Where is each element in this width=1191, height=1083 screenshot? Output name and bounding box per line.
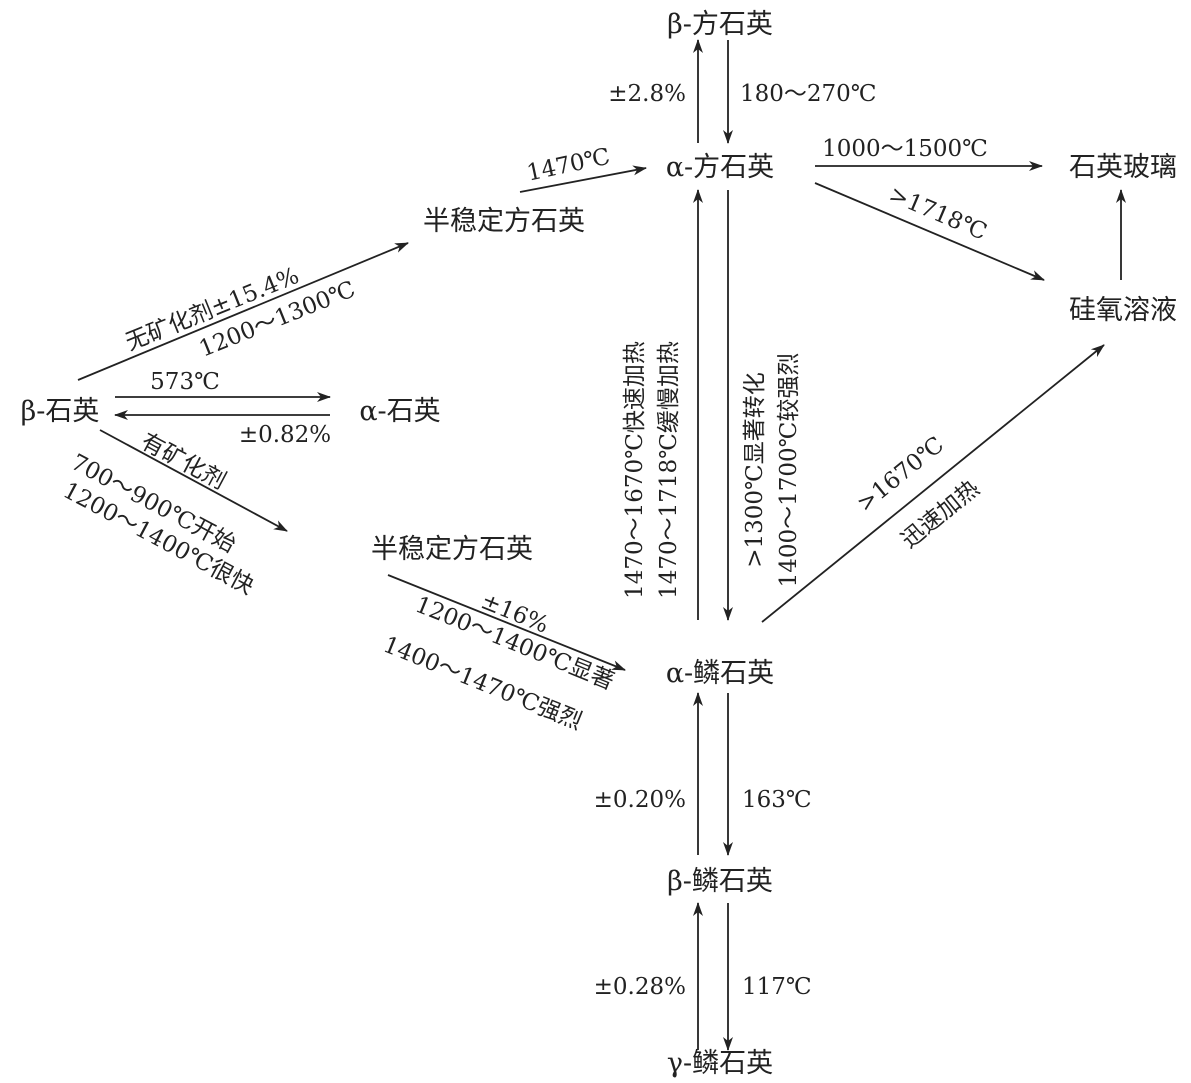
node-silica-melt: 硅氧溶液 [1069,295,1177,326]
label-bt-gt-volume: ±0.28% [594,974,686,1000]
label-ac-to-glass: 1000～1500℃ [822,136,988,162]
label-at-to-melt-rate: 迅速加热 [897,476,985,554]
label-bc-ac-volume: ±2.8% [608,81,686,107]
node-alpha-tridymite: α-鳞石英 [666,658,774,689]
arrow-mc-to-ac [519,165,647,193]
arrow-bq-to-at-mineralizer [99,429,288,532]
label-at-bt-temp: 163℃ [742,787,812,813]
node-quartz-glass: 石英玻璃 [1069,152,1177,183]
label-aq-to-bq: ±0.82% [239,422,331,448]
arrow-mc-to-at [387,574,626,671]
label-at-to-ac-line1: 1470～1670℃快速加热 [622,341,648,599]
label-at-bt-volume: ±0.20% [594,787,686,813]
node-alpha-cristobalite: α-方石英 [666,152,774,183]
arrow-at-to-melt [761,344,1105,623]
arrow-ac-to-melt [814,182,1045,281]
node-gamma-tridymite: γ-鳞石英 [667,1048,773,1079]
arrow-bq-to-mc [77,242,409,381]
node-metastable-cristobalite-upper: 半稳定方石英 [423,206,585,237]
label-ac-to-melt: >1718℃ [885,181,990,245]
node-beta-cristobalite: β-方石英 [667,9,773,40]
node-alpha-quartz: α-石英 [359,396,440,427]
label-ac-to-at-line2: 1400～1700℃较强烈 [776,353,802,588]
label-at-to-ac-line2: 1470～1718℃缓慢加热 [656,341,682,599]
label-bq-to-aq: 573℃ [150,369,220,395]
node-metastable-cristobalite-lower: 半稳定方石英 [371,534,533,565]
label-bc-ac-temp: 180～270℃ [740,81,877,107]
node-beta-quartz: β-石英 [21,396,100,427]
label-ac-to-at-line1: >1300℃显著转化 [742,372,768,568]
label-bt-gt-temp: 117℃ [742,974,812,1000]
label-mineralizer-line1: 有矿化剂 [137,429,230,495]
label-mc-to-ac: 1470℃ [525,144,613,187]
node-beta-tridymite: β-鳞石英 [667,866,773,897]
